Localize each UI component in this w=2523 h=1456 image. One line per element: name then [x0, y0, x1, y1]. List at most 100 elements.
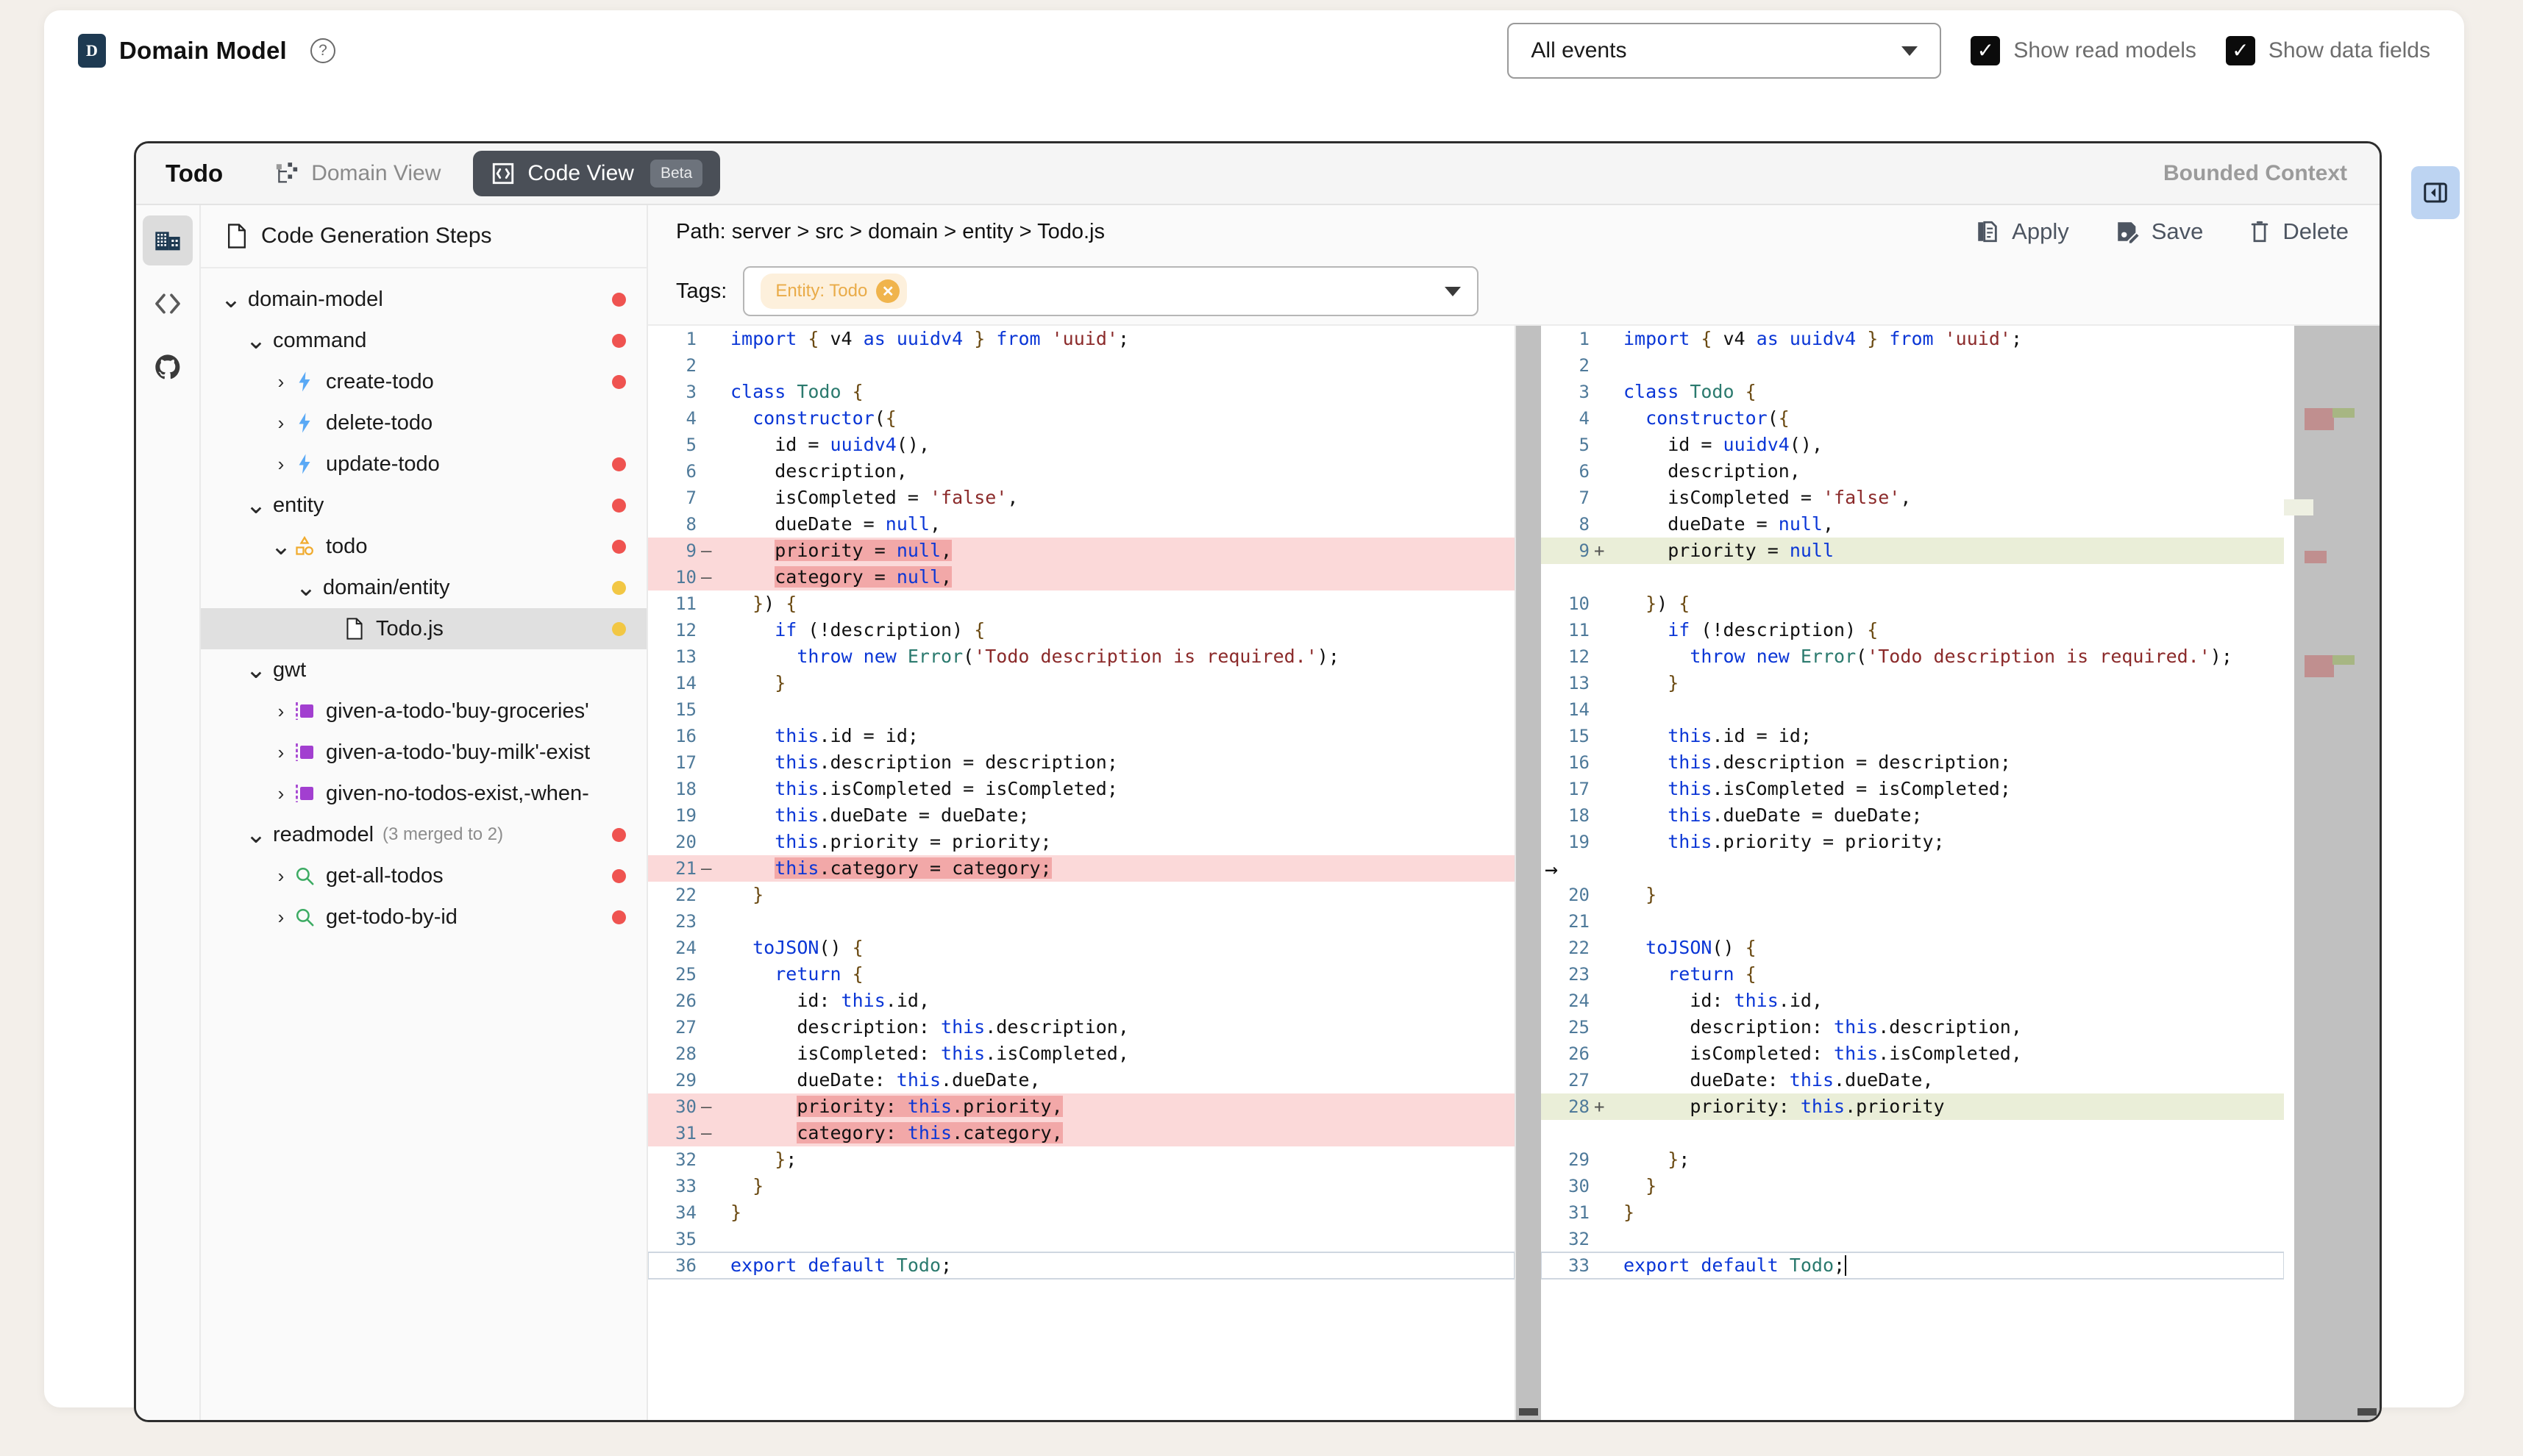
tag-chip[interactable]: Entity: Todo ✕: [761, 274, 908, 309]
tab-domain-view[interactable]: Domain View: [261, 154, 454, 193]
question-mark-icon[interactable]: ?: [310, 38, 335, 63]
code-line[interactable]: 5 id = uuidv4(),: [1541, 432, 2284, 458]
tree-item-delete-todo[interactable]: ›delete-todo: [201, 402, 647, 443]
chevron-down-icon[interactable]: ⌄: [245, 326, 267, 354]
chevron-right-icon[interactable]: ›: [277, 370, 285, 393]
code-line[interactable]: 31— category: this.category,: [648, 1120, 1515, 1146]
chevron-right-icon[interactable]: ›: [277, 741, 285, 763]
code-line[interactable]: 30 }: [1541, 1173, 2284, 1199]
tree-item-given-no-todos-exist-when[interactable]: ›given-no-todos-exist,-when-: [201, 773, 647, 814]
code-line[interactable]: 23: [648, 908, 1515, 935]
code-line[interactable]: 8 dueDate = null,: [1541, 511, 2284, 538]
code-line[interactable]: 2: [1541, 352, 2284, 379]
code-line[interactable]: 7 isCompleted = 'false',: [648, 485, 1515, 511]
code-line[interactable]: 9— priority = null,: [648, 538, 1515, 564]
tree-item-entity[interactable]: ⌄entity: [201, 485, 647, 526]
tree-item-command[interactable]: ⌄command: [201, 320, 647, 361]
code-line[interactable]: 20 this.priority = priority;: [648, 829, 1515, 855]
code-line[interactable]: 18 this.isCompleted = isCompleted;: [648, 776, 1515, 802]
code-line[interactable]: 11 }) {: [648, 590, 1515, 617]
tags-select[interactable]: Entity: Todo ✕: [743, 266, 1479, 316]
code-line[interactable]: 5 id = uuidv4(),: [648, 432, 1515, 458]
event-filter-select[interactable]: All events: [1507, 23, 1942, 79]
code-line[interactable]: 15: [648, 696, 1515, 723]
show-data-fields-checkbox[interactable]: ✓ Show data fields: [2225, 36, 2430, 65]
code-line[interactable]: 6 description,: [648, 458, 1515, 485]
rail-button-code[interactable]: [143, 279, 193, 329]
code-line[interactable]: 26 isCompleted: this.isCompleted,: [1541, 1041, 2284, 1067]
tree-item-gwt[interactable]: ⌄gwt: [201, 649, 647, 690]
code-line[interactable]: 35: [648, 1226, 1515, 1252]
code-line[interactable]: 26 id: this.id,: [648, 988, 1515, 1014]
left-pane-scrollbar[interactable]: [1516, 326, 1541, 1420]
chevron-right-icon[interactable]: ›: [277, 864, 285, 887]
tree-item-readmodel[interactable]: ⌄readmodel(3 merged to 2): [201, 814, 647, 855]
code-line[interactable]: 4 constructor({: [648, 405, 1515, 432]
close-circle-icon[interactable]: ✕: [876, 279, 900, 303]
code-line[interactable]: 8 dueDate = null,: [648, 511, 1515, 538]
chevron-right-icon[interactable]: ›: [277, 699, 285, 722]
chevron-right-icon[interactable]: ›: [277, 905, 285, 928]
rail-button-blocks[interactable]: [143, 215, 193, 265]
code-line[interactable]: 13 }: [1541, 670, 2284, 696]
chevron-down-icon[interactable]: ⌄: [270, 532, 292, 560]
code-line[interactable]: 7 isCompleted = 'false',: [1541, 485, 2284, 511]
code-line[interactable]: 28 isCompleted: this.isCompleted,: [648, 1041, 1515, 1067]
chevron-down-icon[interactable]: ⌄: [245, 491, 267, 519]
code-line[interactable]: 24 toJSON() {: [648, 935, 1515, 961]
code-line[interactable]: 9+ priority = null: [1541, 538, 2284, 564]
chevron-down-icon[interactable]: ⌄: [245, 821, 267, 849]
chevron-right-icon[interactable]: ›: [277, 782, 285, 804]
tree-item-get-todo-by-id[interactable]: ›get-todo-by-id: [201, 896, 647, 938]
code-line[interactable]: [1541, 855, 2284, 882]
code-line[interactable]: 25 return {: [648, 961, 1515, 988]
save-button[interactable]: Save: [2115, 218, 2203, 245]
code-line[interactable]: 22 }: [648, 882, 1515, 908]
code-line[interactable]: 25 description: this.description,: [1541, 1014, 2284, 1041]
code-line[interactable]: 27 description: this.description,: [648, 1014, 1515, 1041]
code-line[interactable]: 17 this.description = description;: [648, 749, 1515, 776]
code-line[interactable]: 31}: [1541, 1199, 2284, 1226]
code-line[interactable]: 19 this.priority = priority;: [1541, 829, 2284, 855]
code-line[interactable]: 32 };: [648, 1146, 1515, 1173]
tree-item-update-todo[interactable]: ›update-todo: [201, 443, 647, 485]
rail-button-github[interactable]: [143, 342, 193, 392]
tree-item-domain-entity[interactable]: ⌄domain/entity: [201, 567, 647, 608]
tree-item-given-a-todo-buy-milk-exist[interactable]: ›given-a-todo-'buy-milk'-exist: [201, 732, 647, 773]
code-line[interactable]: 15 this.id = id;: [1541, 723, 2284, 749]
code-line[interactable]: 23 return {: [1541, 961, 2284, 988]
chevron-down-icon[interactable]: ⌄: [245, 656, 267, 684]
code-line[interactable]: 16 this.id = id;: [648, 723, 1515, 749]
code-line[interactable]: 17 this.isCompleted = isCompleted;: [1541, 776, 2284, 802]
code-line[interactable]: 10 }) {: [1541, 590, 2284, 617]
code-line[interactable]: 22 toJSON() {: [1541, 935, 2284, 961]
code-line[interactable]: 13 throw new Error('Todo description is …: [648, 643, 1515, 670]
code-line[interactable]: 6 description,: [1541, 458, 2284, 485]
chevron-down-icon[interactable]: ⌄: [295, 574, 317, 602]
tree-item-todo[interactable]: ⌄todo: [201, 526, 647, 567]
tab-code-view[interactable]: Code View Beta: [473, 151, 721, 196]
code-line[interactable]: 19 this.dueDate = dueDate;: [648, 802, 1515, 829]
code-line[interactable]: 21— this.category = category;: [648, 855, 1515, 882]
code-line[interactable]: 29 };: [1541, 1146, 2284, 1173]
chevron-down-icon[interactable]: ⌄: [220, 285, 242, 313]
delete-button[interactable]: Delete: [2249, 218, 2349, 245]
code-line[interactable]: 16 this.description = description;: [1541, 749, 2284, 776]
code-line[interactable]: 27 dueDate: this.dueDate,: [1541, 1067, 2284, 1093]
code-line[interactable]: 14 }: [648, 670, 1515, 696]
code-line[interactable]: 12 if (!description) {: [648, 617, 1515, 643]
code-line[interactable]: 2: [648, 352, 1515, 379]
code-line[interactable]: 30— priority: this.priority,: [648, 1093, 1515, 1120]
chevron-right-icon[interactable]: ›: [277, 452, 285, 475]
tree-item-get-all-todos[interactable]: ›get-all-todos: [201, 855, 647, 896]
code-line[interactable]: 4 constructor({: [1541, 405, 2284, 432]
code-line[interactable]: 34}: [648, 1199, 1515, 1226]
code-line[interactable]: 18 this.dueDate = dueDate;: [1541, 802, 2284, 829]
code-line[interactable]: 29 dueDate: this.dueDate,: [648, 1067, 1515, 1093]
